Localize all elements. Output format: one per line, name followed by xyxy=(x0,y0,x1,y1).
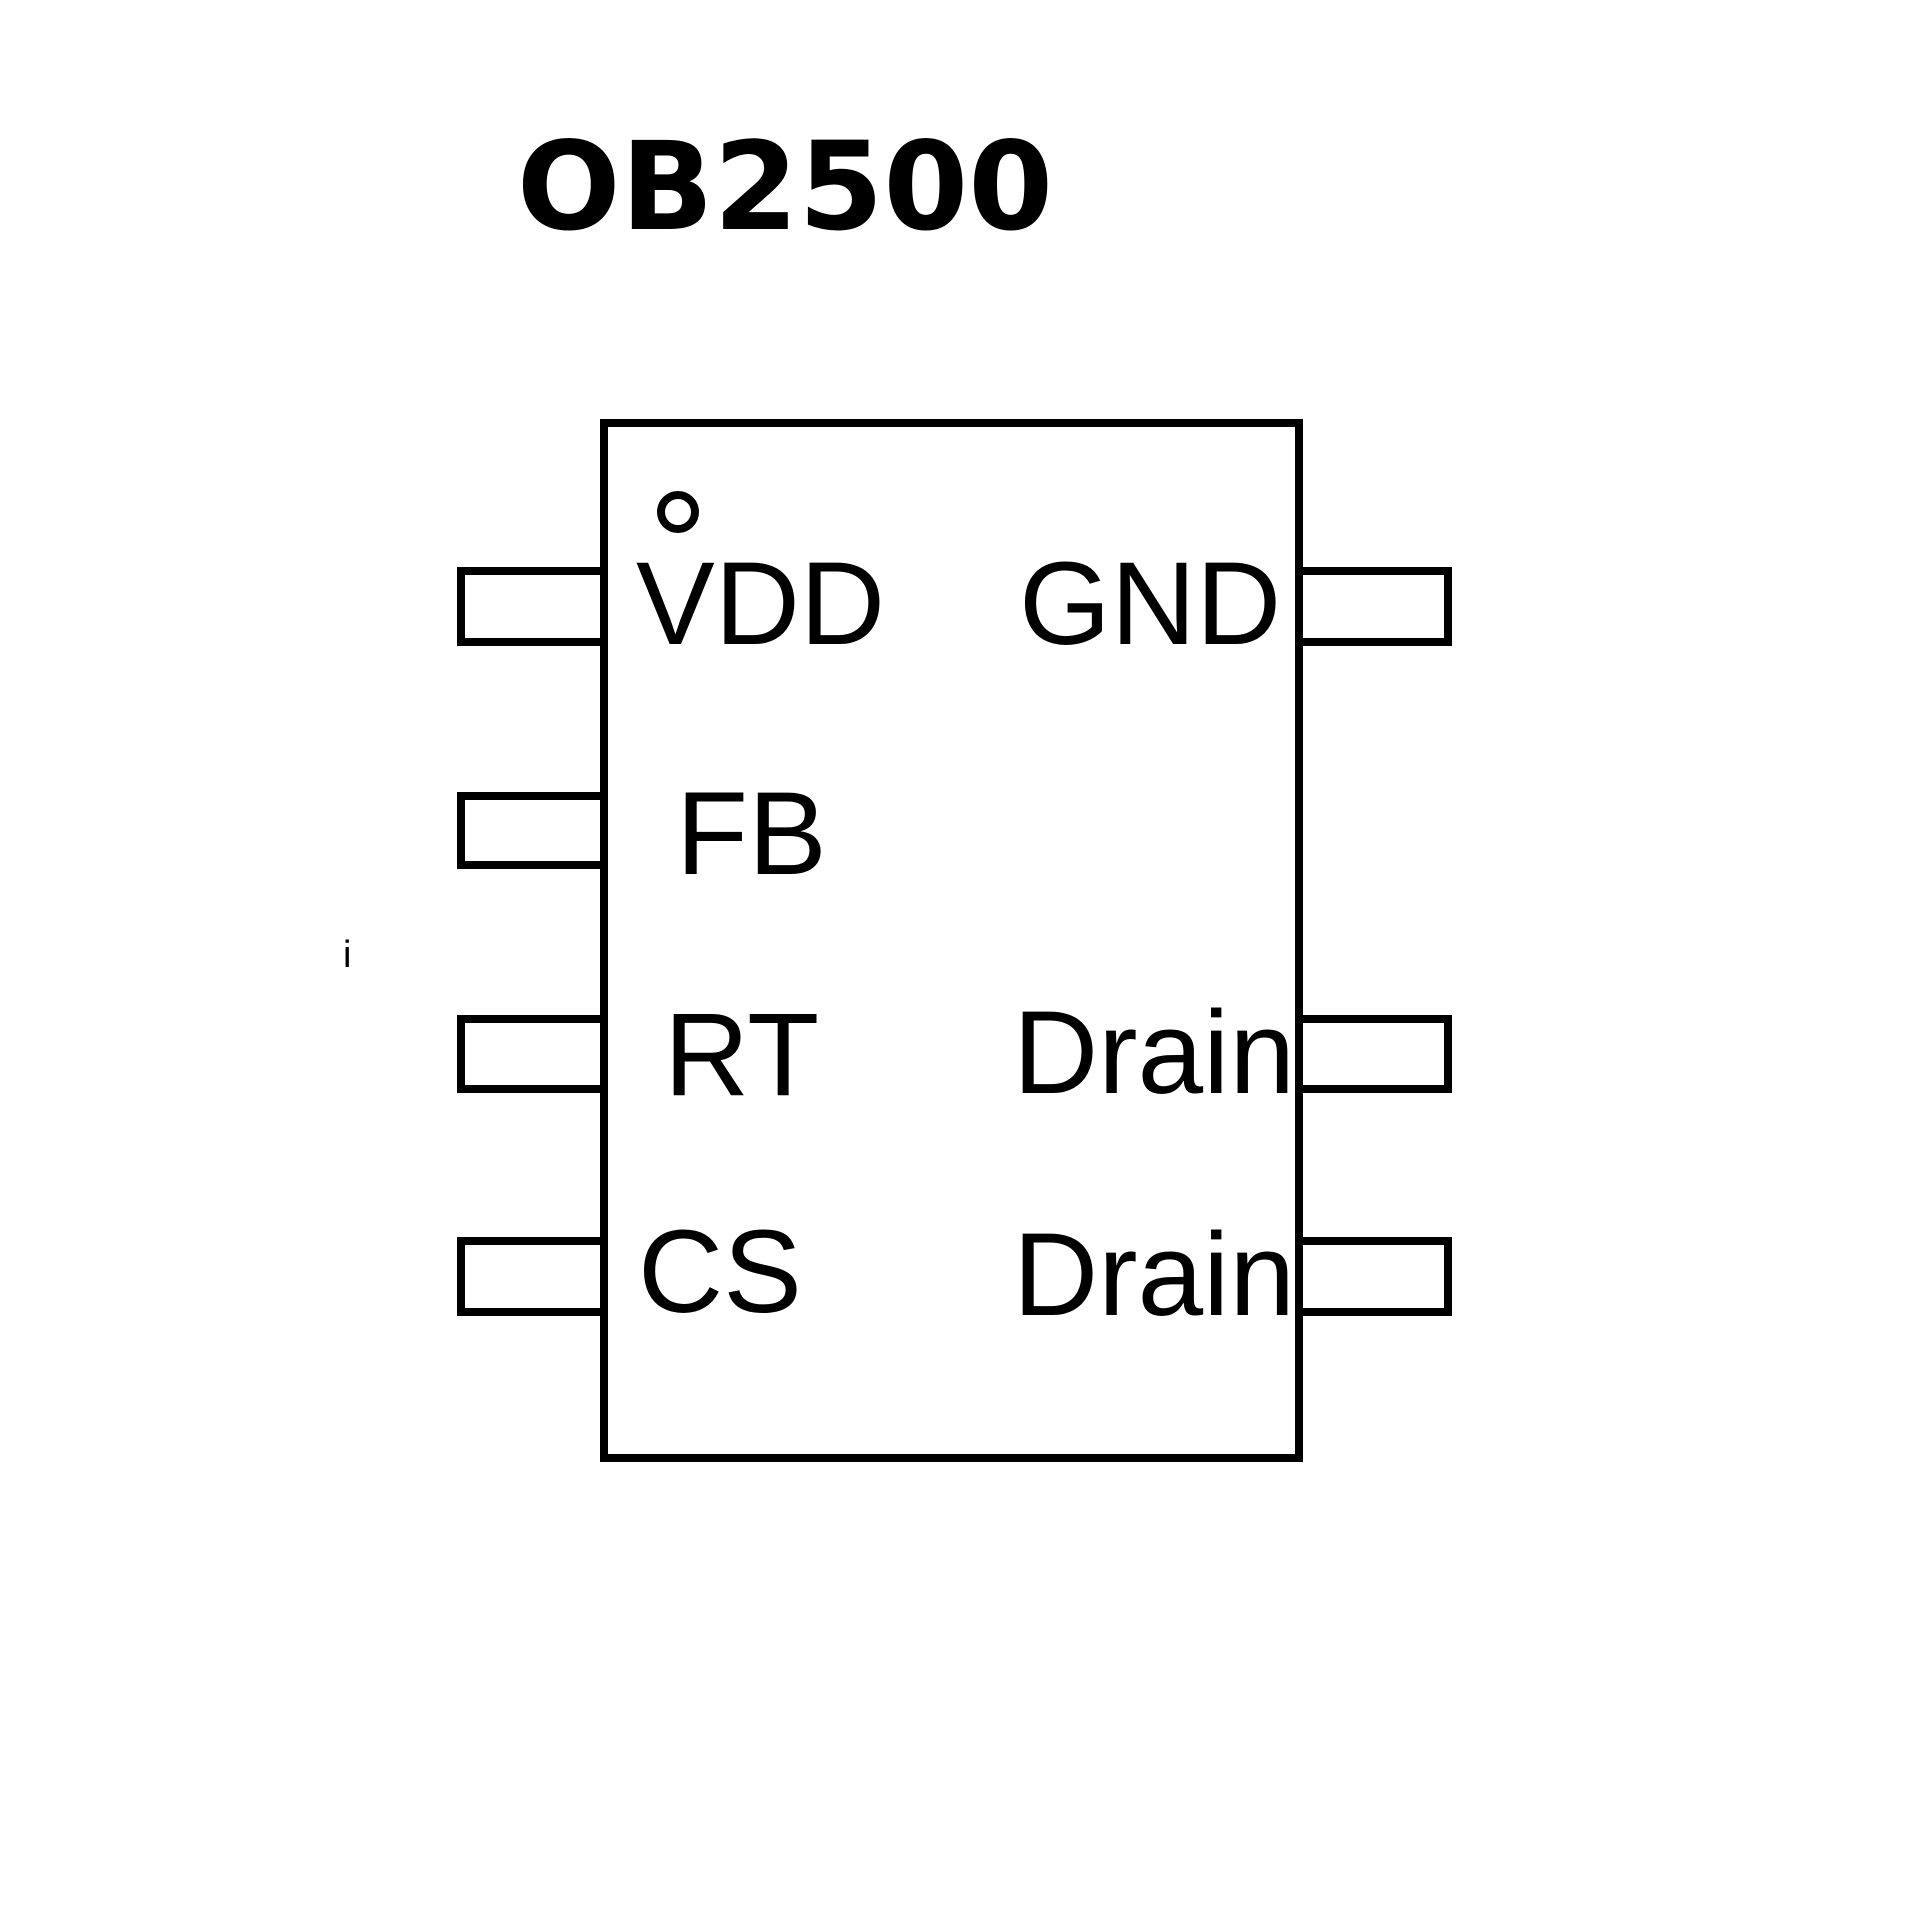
pin-lead-cs xyxy=(457,1237,608,1316)
page-title: OB2500 xyxy=(516,116,1054,258)
pin-label-cs: CS xyxy=(638,1206,802,1338)
pin-label-vdd: VDD xyxy=(636,538,886,670)
pin-label-drain-2: Drain xyxy=(1013,1209,1295,1341)
stray-glyph-artifact: i xyxy=(343,934,352,976)
pin-lead-gnd xyxy=(1295,567,1452,646)
pin-lead-drain-1 xyxy=(1295,1015,1452,1093)
pin-label-rt: RT xyxy=(664,989,820,1121)
pin-label-fb: FB xyxy=(676,768,827,900)
pin-lead-vdd xyxy=(457,567,608,646)
pin-label-drain-1: Drain xyxy=(1013,987,1295,1119)
pin-lead-fb xyxy=(457,792,608,869)
pin-lead-rt xyxy=(457,1015,608,1093)
pin-one-dot-icon xyxy=(657,491,699,533)
pin-lead-drain-2 xyxy=(1295,1237,1452,1316)
pin-label-gnd: GND xyxy=(1019,538,1282,670)
ic-package-body xyxy=(600,419,1303,1462)
